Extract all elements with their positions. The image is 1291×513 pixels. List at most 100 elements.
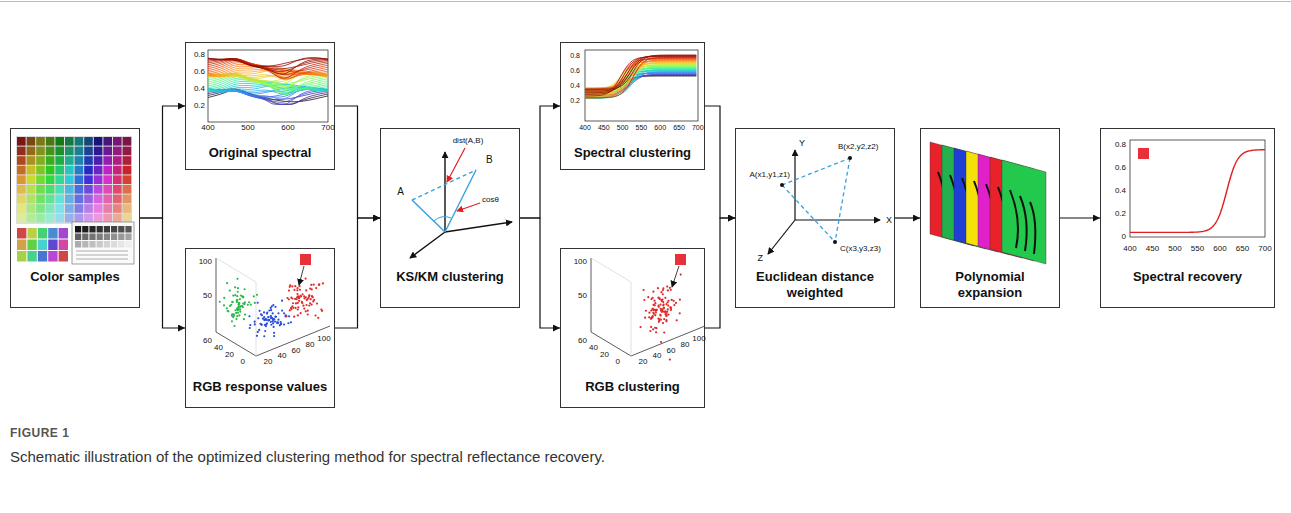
data-point [665, 320, 667, 322]
color-patch [65, 185, 74, 194]
color-patch [103, 156, 112, 165]
axis-label: 500 [617, 124, 629, 131]
color-patch [55, 175, 64, 184]
process-box: RGB clustering [560, 248, 705, 408]
sample-square [1138, 148, 1149, 159]
data-point [662, 287, 664, 289]
axis-label: 550 [636, 124, 648, 131]
color-patch [75, 175, 84, 184]
sample-square [300, 254, 311, 265]
figure-caption: Schematic illustration of the optimized … [10, 448, 605, 465]
data-point [655, 311, 657, 313]
data-point [654, 309, 656, 311]
axis-label: 0.2 [194, 102, 205, 110]
color-patch [94, 204, 103, 213]
axis [410, 232, 445, 258]
data-point [236, 301, 238, 303]
data-point [652, 297, 654, 299]
axis-label: 40 [589, 344, 598, 352]
vector-diagram [410, 148, 512, 258]
plot-axes [585, 50, 698, 121]
color-patch [65, 175, 74, 184]
data-point [307, 310, 309, 312]
color-patch [75, 137, 84, 146]
gray-patch [89, 234, 95, 241]
gray-patch [111, 241, 117, 248]
color-patch [113, 147, 122, 156]
data-point [294, 285, 296, 287]
color-patch [84, 137, 93, 146]
data-point [648, 312, 650, 314]
data-point [290, 321, 292, 323]
color-patch [103, 204, 112, 213]
data-point [231, 313, 233, 315]
data-point [645, 310, 647, 312]
data-point [261, 314, 263, 316]
feature-stripe [1030, 202, 1035, 254]
point [848, 156, 852, 160]
axis-label: 50 [578, 292, 587, 300]
data-point [669, 306, 671, 308]
figure-title: FIGURE 1 [10, 426, 69, 440]
color-patch [46, 204, 55, 213]
axis-label: B(x2,y2,z2) [838, 143, 878, 151]
gray-patch [104, 226, 110, 233]
axis-label: 100 [574, 258, 587, 266]
color-patch [123, 175, 132, 184]
data-point [243, 318, 245, 320]
data-point [652, 328, 654, 330]
axis-label: 600 [1213, 245, 1226, 253]
data-point [664, 297, 666, 299]
color-patch [46, 195, 55, 204]
clustered-curve [585, 55, 696, 89]
data-point [652, 312, 654, 314]
color-patch [65, 204, 74, 213]
flow-connector [335, 218, 380, 328]
axis-label: 0.4 [1115, 187, 1126, 195]
color-patch [55, 156, 64, 165]
color-patch [94, 137, 103, 146]
data-point [256, 335, 258, 337]
color-patch [46, 214, 55, 223]
color-patch [123, 137, 132, 146]
axis-label: 700 [321, 124, 334, 132]
color-patch [65, 137, 74, 146]
color-patch [55, 137, 64, 146]
data-point [292, 302, 294, 304]
data-point [308, 294, 310, 296]
color-patch [17, 175, 26, 184]
color-patch [103, 166, 112, 175]
data-point [254, 323, 256, 325]
flow-connector [705, 106, 735, 218]
data-point [266, 312, 268, 314]
data-point [266, 312, 268, 314]
data-point [272, 312, 274, 314]
data-point [679, 312, 681, 314]
feature-panel [1002, 160, 1046, 264]
data-point [263, 335, 265, 337]
axis-label: 80 [306, 341, 315, 349]
data-point [281, 309, 283, 311]
color-patch [17, 166, 26, 175]
process-box: Color samples [10, 128, 140, 308]
color-chart-ground [16, 136, 132, 224]
data-point [289, 284, 291, 286]
data-point [296, 293, 298, 295]
data-point [300, 312, 302, 314]
color-patch [75, 204, 84, 213]
process-box: Original spectral [185, 42, 335, 170]
color-patch [46, 166, 55, 175]
color-patch [36, 204, 45, 213]
data-point [238, 302, 240, 304]
pointer-line [672, 266, 679, 287]
data-point [275, 316, 277, 318]
color-patch [38, 251, 47, 262]
data-point [303, 307, 305, 309]
data-point [309, 302, 311, 304]
data-point [239, 310, 241, 312]
data-point [272, 322, 274, 324]
data-point [238, 302, 240, 304]
gray-patch [118, 226, 124, 233]
data-point [242, 296, 244, 298]
color-patch [94, 156, 103, 165]
